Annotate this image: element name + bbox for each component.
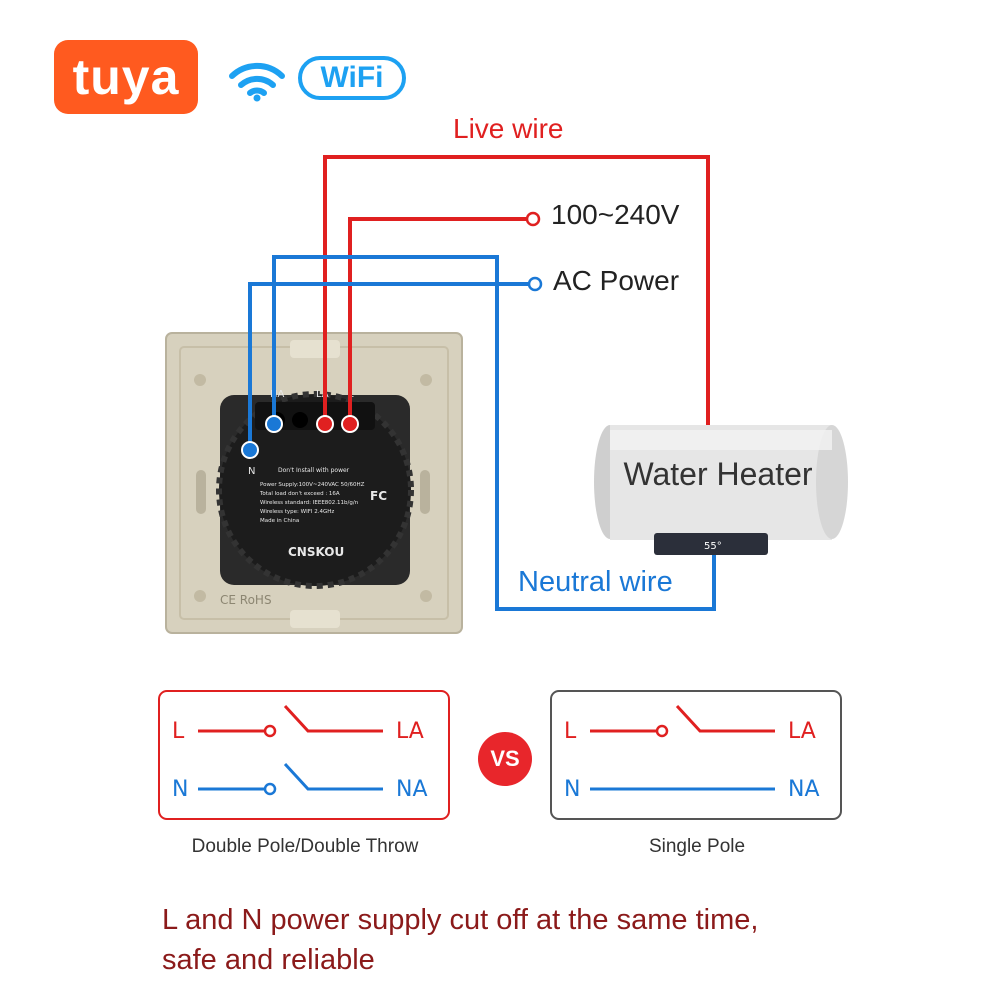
tuya-logo: tuya [54,40,198,114]
sp-label-l: L [564,719,577,744]
spec-line: Total load don't exceed : 16A [259,491,340,497]
sp-label-n: N [564,777,580,802]
terminal-la-dot [316,415,334,433]
sp-label-na: NA [788,777,820,802]
terminal-l-dot [341,415,359,433]
wifi-icon [229,62,285,102]
spec-line: Made in China [260,518,299,524]
module-brand: CNSKOU [288,545,344,559]
neutral-wire-label: Neutral wire [518,566,673,598]
wifi-badge: WiFi [298,56,406,100]
wiring-diagram: NA LA L N Don't Install with power Power… [165,155,848,634]
terminal-label-na: NA [270,389,284,400]
ac-power-label: AC Power [553,265,680,296]
double-pole-caption: Double Pole/Double Throw [191,836,419,857]
single-pole-caption: Single Pole [648,836,746,857]
spec-line: Wireless type: WIFI 2.4GHz [260,509,334,515]
sp-label-la: LA [788,719,816,744]
ce-rohs-mark: CE RoHS [220,593,272,607]
terminal-label-la: LA [316,389,329,400]
fc-mark: FC [370,489,387,503]
dp-label-la: LA [396,719,424,744]
footer-line-2: safe and reliable [162,944,375,976]
live-supply-wire [348,217,527,420]
dp-label-l: L [172,719,185,744]
dp-label-n: N [172,777,188,802]
terminal-label-n: N [248,466,255,477]
water-heater: 55° [594,425,848,555]
single-pole-diagram: L LA N NA [550,690,842,820]
live-wire-label: Live wire [453,113,564,144]
vs-badge: VS [478,732,532,786]
heater-display: 55° [704,541,722,552]
dp-label-na: NA [396,777,428,802]
double-pole-diagram: L LA N NA [158,690,450,820]
warning-text: Don't Install with power [278,467,350,474]
live-wire [323,155,710,425]
spec-line: Power Supply:100V~240VAC 50/60HZ [260,482,365,488]
spec-line: Wireless standard: IEEE802.11b/g/n [260,500,359,506]
supply-live-terminal [525,211,541,227]
switch-module-text: NA LA L N Don't Install with power Power… [248,389,387,559]
switch-plate [165,332,463,634]
terminal-na-dot [265,415,283,433]
terminal-n-dot [241,441,259,459]
voltage-label: 100~240V [551,199,680,230]
neutral-supply-wire [248,282,531,446]
water-heater-label: Water Heater [623,456,813,492]
footer-text: L and N power supply cut off at the same… [162,900,922,980]
footer-line-1: L and N power supply cut off at the same… [162,904,759,936]
supply-neutral-terminal [527,276,543,292]
